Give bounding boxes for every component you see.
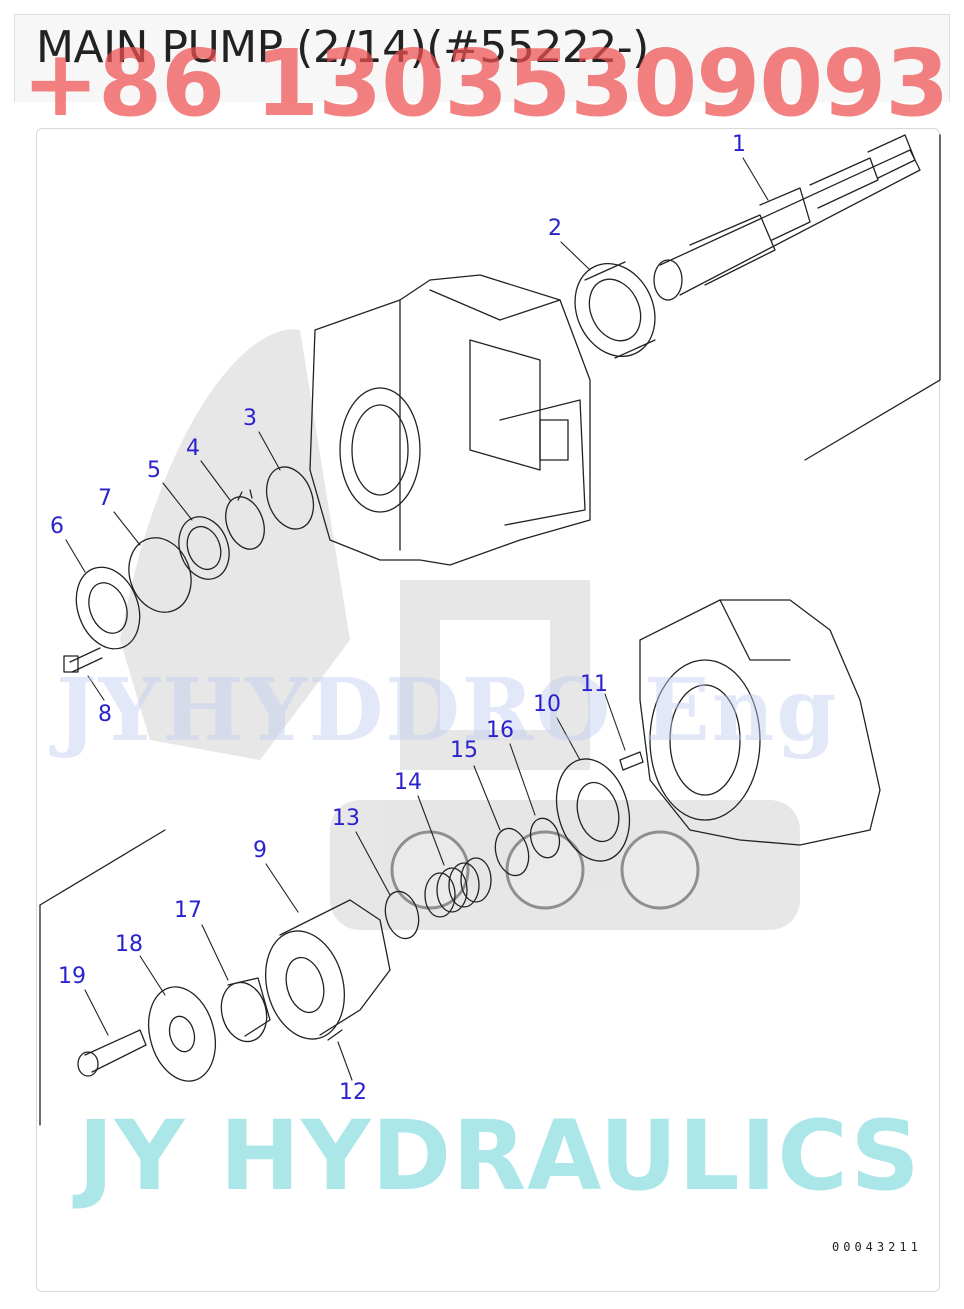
- background-logo: [120, 329, 800, 930]
- callout-2: 2: [548, 216, 562, 241]
- part-19-guide: [77, 1029, 147, 1077]
- middle-watermark: JYHYDDRO Eng: [56, 660, 839, 761]
- part-17-bearing: [220, 977, 271, 1043]
- part-5-seal: [178, 516, 230, 580]
- part-2-bearing: [574, 261, 656, 359]
- part-15-ring: [494, 827, 530, 877]
- part-16-snap-ring: [529, 817, 561, 859]
- callout-15: 15: [450, 738, 478, 763]
- part-9-cylinder-block: [264, 899, 391, 1040]
- callout-12: 12: [339, 1080, 367, 1105]
- part-13-washer: [384, 890, 420, 940]
- pump-housing: [309, 274, 591, 566]
- part-7-o-ring: [128, 537, 192, 613]
- callout-1: 1: [732, 132, 746, 157]
- callout-7: 7: [98, 486, 112, 511]
- callout-11: 11: [580, 672, 608, 697]
- callout-16: 16: [486, 718, 514, 743]
- drawing-code: 00043211: [832, 1240, 922, 1254]
- page-header: [14, 14, 950, 102]
- callout-18: 18: [115, 932, 143, 957]
- diagram-frame: [36, 128, 940, 1292]
- phone-watermark: +86 13035309093: [22, 30, 949, 137]
- callout-14: 14: [394, 770, 422, 795]
- part-11-pin: [619, 751, 644, 771]
- part-1-shaft: [653, 134, 921, 301]
- callout-8: 8: [98, 702, 112, 727]
- part-14-spring: [424, 857, 492, 918]
- part-18-retainer-plate: [148, 986, 216, 1082]
- page-title: MAIN PUMP (2/14)(#55222-): [36, 22, 649, 73]
- leader-lines: [65, 157, 769, 1081]
- callout-17: 17: [174, 898, 202, 923]
- brand-watermark: JY HYDRAULICS: [78, 1100, 921, 1212]
- part-8-bolt: [63, 647, 103, 673]
- callout-13: 13: [332, 806, 360, 831]
- callout-5: 5: [147, 458, 161, 483]
- callout-6: 6: [50, 514, 64, 539]
- callout-4: 4: [186, 436, 200, 461]
- part-4-snap-ring: [225, 489, 265, 550]
- callout-9: 9: [253, 838, 267, 863]
- callout-19: 19: [58, 964, 86, 989]
- callout-10: 10: [533, 692, 561, 717]
- part-12-pin: [327, 1029, 343, 1041]
- callout-3: 3: [243, 406, 257, 431]
- rear-housing: [639, 599, 881, 846]
- part-6-cover: [75, 566, 141, 650]
